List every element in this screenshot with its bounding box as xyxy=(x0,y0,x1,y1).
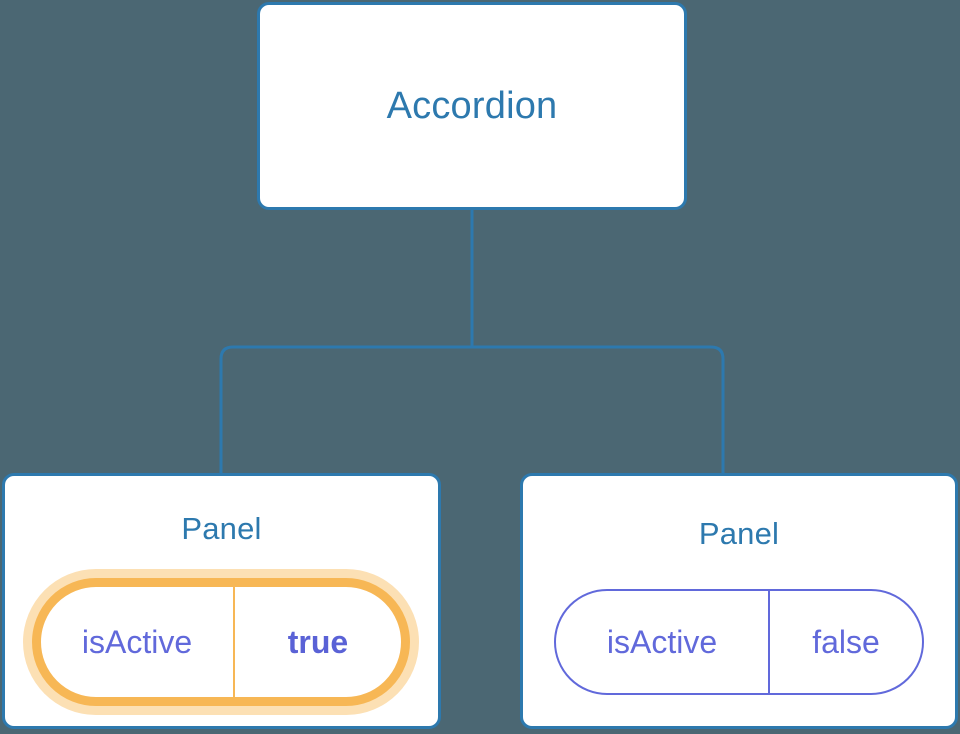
prop-value: false xyxy=(812,623,880,660)
node-accordion[interactable]: Accordion xyxy=(257,2,687,210)
prop-key: isActive xyxy=(41,587,235,697)
node-accordion-title: Accordion xyxy=(386,84,558,127)
prop-pill-isactive-false[interactable]: isActive false xyxy=(554,589,924,695)
prop-value: true xyxy=(287,623,349,660)
prop-pill-isactive-true[interactable]: isActive true xyxy=(32,578,410,706)
prop-key: isActive xyxy=(556,591,770,693)
node-panel-inactive-title: Panel xyxy=(698,516,780,551)
node-panel-active-title: Panel xyxy=(181,511,262,546)
